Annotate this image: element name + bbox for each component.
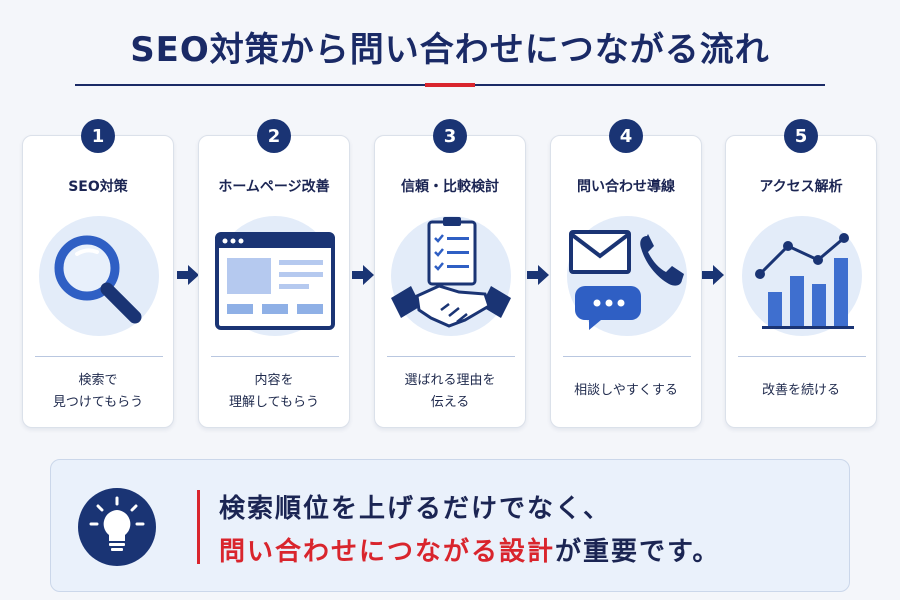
step-divider-1 — [35, 356, 163, 357]
title-accent — [425, 83, 475, 87]
page-title: SEO対策から問い合わせにつながる流れ — [130, 30, 770, 70]
step-badge-5: 5 — [784, 119, 818, 153]
step-card-1: SEO対策 検索で 見つけてもらう — [22, 135, 174, 428]
bar-line-chart-icon — [742, 216, 862, 336]
step-desc-4-line-1: 相談しやすくする — [574, 383, 678, 398]
step-divider-3 — [387, 356, 515, 357]
step-desc-3: 選ばれる理由を 伝える — [375, 370, 525, 414]
step-badge-4: 4 — [609, 119, 643, 153]
step-desc-4: 相談しやすくする — [551, 380, 701, 402]
magnifier-icon — [39, 216, 159, 336]
step-desc-3-line-1: 選ばれる理由を — [404, 373, 496, 388]
arrow-right-icon — [177, 265, 199, 285]
step-desc-2-line-2: 理解してもらう — [229, 395, 319, 410]
step-title-2: ホームページ改善 — [218, 179, 330, 195]
step-desc-2: 内容を 理解してもらう — [199, 370, 349, 414]
bulb-badge — [78, 488, 156, 566]
arrow-right-icon — [352, 265, 374, 285]
step-title-3: 信頼・比較検討 — [401, 179, 499, 195]
step-card-5: アクセス解析 改善を続ける — [725, 135, 877, 428]
step-desc-5-line-1: 改善を続ける — [761, 383, 840, 398]
arrow-right-icon — [702, 265, 724, 285]
arrow-right-icon — [527, 265, 549, 285]
step-desc-1: 検索で 見つけてもらう — [23, 370, 173, 414]
step-card-3: 信頼・比較検討 選ばれる理由を 伝える — [374, 135, 526, 428]
summary-highlight: 問い合わせにつながる設計 — [219, 537, 556, 567]
step-badge-2: 2 — [257, 119, 291, 153]
summary-box: 検索順位を上げるだけでなく、 問い合わせにつながる設計が重要です。 — [50, 459, 850, 592]
step-desc-5: 改善を続ける — [726, 380, 876, 402]
step-divider-2 — [211, 356, 339, 357]
lightbulb-icon — [89, 496, 145, 551]
step-divider-4 — [563, 356, 691, 357]
step-card-2: ホームページ改善 内容を 理解してもらう — [198, 135, 350, 428]
mail-chat-phone-icon — [567, 216, 687, 336]
summary-line-2: 問い合わせにつながる設計が重要です。 — [219, 531, 720, 568]
step-desc-3-line-2: 伝える — [430, 395, 470, 410]
step-badge-3: 3 — [433, 119, 467, 153]
step-desc-1-line-1: 検索で — [78, 373, 118, 388]
step-card-4: 問い合わせ導線 相談しやすくする — [550, 135, 702, 428]
browser-window-icon — [215, 216, 335, 336]
summary-line-2-rest: が重要です。 — [555, 537, 721, 567]
step-badge-1: 1 — [81, 119, 115, 153]
step-title-4: 問い合わせ導線 — [577, 179, 675, 195]
summary-line-1: 検索順位を上げるだけでなく、 — [219, 494, 612, 524]
step-divider-5 — [738, 356, 866, 357]
step-title-1: SEO対策 — [68, 179, 128, 195]
summary-accent-bar — [197, 490, 200, 564]
step-title-5: アクセス解析 — [759, 179, 843, 195]
step-desc-2-line-1: 内容を — [254, 373, 294, 388]
checklist-handshake-icon — [391, 216, 511, 336]
step-desc-1-line-2: 見つけてもらう — [52, 395, 144, 410]
